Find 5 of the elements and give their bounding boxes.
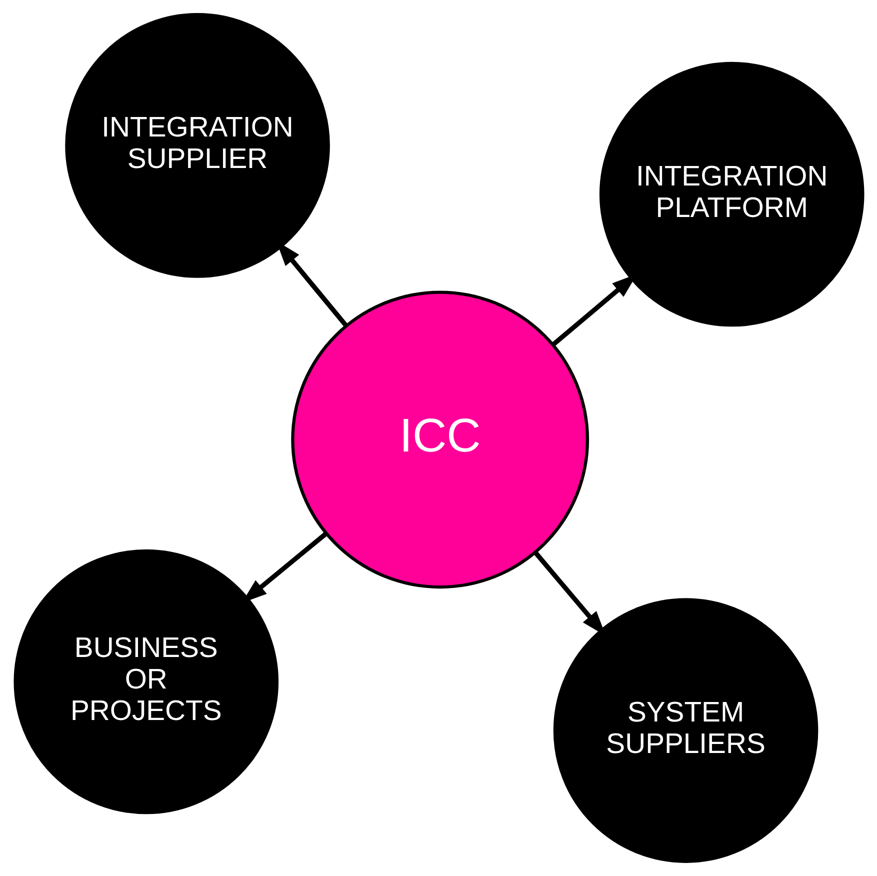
node-circle: INTEGRATION SUPPLIER <box>64 13 330 278</box>
node-circle: BUSINESS OR PROJECTS <box>13 549 278 814</box>
node-circle: ICC <box>290 290 589 589</box>
node-circle: SYSTEM SUPPLIERS <box>552 598 818 863</box>
node-circle: INTEGRATION PLATFORM <box>598 62 864 327</box>
